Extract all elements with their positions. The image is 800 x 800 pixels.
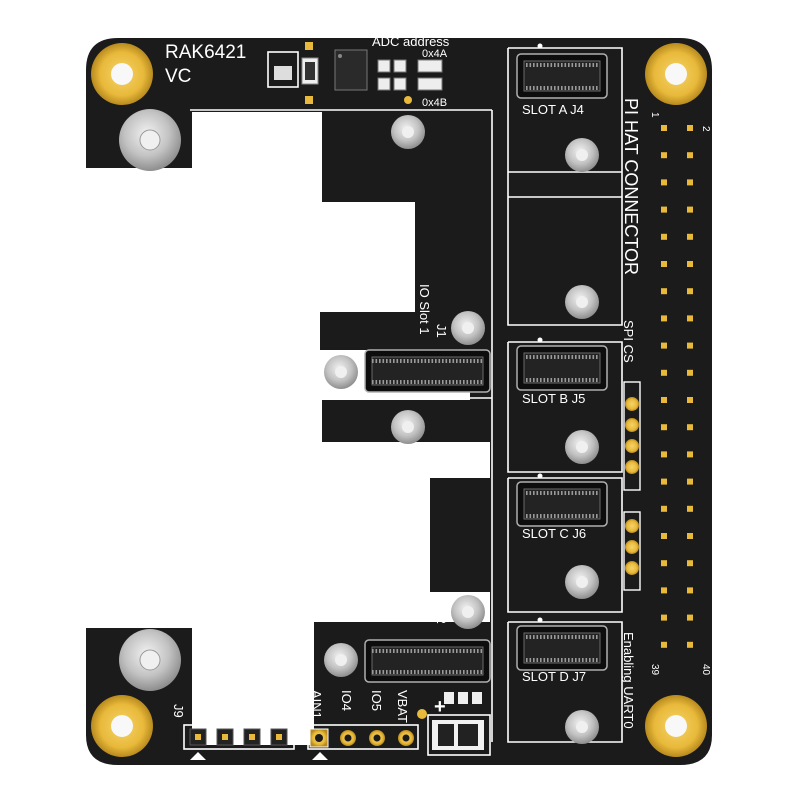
pi-header-pad xyxy=(661,397,667,403)
pi-header-pad xyxy=(661,206,667,213)
pi-header-pad xyxy=(687,369,693,376)
silk-outlines xyxy=(183,47,623,756)
pi-header-pad xyxy=(661,152,667,159)
pi-header-pad xyxy=(687,261,693,267)
pi-pin-39-label: 39 xyxy=(649,664,660,676)
pi-header-pad xyxy=(687,560,693,567)
slot-connectors xyxy=(516,43,608,671)
io-slot-1-label: IO Slot 1 xyxy=(417,284,432,335)
pcb-outline xyxy=(86,38,712,765)
slot-c-label: SLOT C J6 xyxy=(522,526,586,541)
pi-header-pad xyxy=(687,342,693,349)
board-model-label: RAK6421 xyxy=(165,42,246,63)
pi-header-pad xyxy=(661,587,667,594)
pi-header-pad xyxy=(661,560,667,567)
j8-pin-io5: IO5 xyxy=(369,690,384,711)
io-slot-1-ref: J1 xyxy=(434,324,449,338)
j8-pin-vbat: VBAT xyxy=(395,690,410,723)
uart0-jumper xyxy=(623,511,641,591)
io-slot-2-label: IO Slot 2 xyxy=(417,570,432,621)
pi-header-pad xyxy=(687,179,693,186)
j9-pin-gnd: GND xyxy=(219,690,234,719)
pi-header-pad xyxy=(687,614,693,621)
pi-header-pad xyxy=(661,424,667,431)
pi-header-pad xyxy=(687,315,693,322)
pin1-marker-j8 xyxy=(312,752,328,760)
pi-pin-1-label: 1 xyxy=(649,112,660,118)
slot-a-label: SLOT A J4 xyxy=(522,102,584,117)
adc-address-title: ADC address xyxy=(372,34,450,49)
spi-cs-label: SPI CS xyxy=(621,320,636,363)
pi-pin-40-label: 40 xyxy=(700,664,711,676)
pi-pin-2-label: 2 xyxy=(700,126,711,132)
j9-pin-scl: SCL xyxy=(249,690,264,715)
pi-header-pad xyxy=(661,505,667,512)
pi-header-pad xyxy=(661,233,667,240)
pi-header-pad xyxy=(687,587,693,594)
battery-plus-label: + xyxy=(434,696,446,718)
j9-pin-3v3: 3V3 xyxy=(189,690,204,713)
pi-hat-connector-label: PI HAT CONNECTOR xyxy=(621,98,641,275)
board-variant-label: VC xyxy=(165,66,191,87)
pi-header-pad xyxy=(687,641,693,648)
pi-header-pad xyxy=(687,424,693,431)
j8-ref: J8 xyxy=(293,704,308,718)
j9-pin-sda: SDA xyxy=(277,690,292,717)
pi-header-pad xyxy=(687,233,693,240)
standoffs xyxy=(119,109,599,744)
slot-d-label: SLOT D J7 xyxy=(522,669,586,684)
pi-hat-header-pads xyxy=(661,125,693,648)
mounting-holes xyxy=(91,43,707,757)
pi-header-pad xyxy=(661,451,667,458)
adc-components xyxy=(274,42,443,104)
pi-header-pad xyxy=(661,533,667,539)
spi-cs-jumper xyxy=(623,381,641,491)
pi-header-pad xyxy=(661,125,667,131)
pi-header-pad xyxy=(687,533,693,539)
pin1-marker-j9 xyxy=(190,752,206,760)
pi-header-pad xyxy=(687,505,693,512)
j9-header-pins xyxy=(189,728,288,746)
adc-address-0x4b: 0x4B xyxy=(422,97,447,109)
pi-header-pad xyxy=(661,369,667,376)
adc-address-0x4a: 0x4A xyxy=(422,48,448,60)
pi-header-pad xyxy=(687,397,693,403)
pi-header-pad xyxy=(661,614,667,621)
pi-header-pad xyxy=(687,288,693,295)
pi-header-pad xyxy=(661,342,667,349)
j9-ref: J9 xyxy=(171,704,186,718)
pi-header-pad xyxy=(661,261,667,267)
pi-header-pad xyxy=(661,478,667,485)
enabling-uart0-label: Enabling UART0 xyxy=(621,632,636,729)
pi-header-pad xyxy=(661,641,667,648)
j8-pin-io4: IO4 xyxy=(339,690,354,711)
pi-header-pad xyxy=(661,315,667,322)
j8-header-pads xyxy=(309,709,427,748)
pi-header-pad xyxy=(687,125,693,131)
slot-b-label: SLOT B J5 xyxy=(522,391,585,406)
pi-header-pad xyxy=(687,478,693,485)
pi-header-pad xyxy=(661,288,667,295)
pi-header-pad xyxy=(687,206,693,213)
connector-pins xyxy=(372,63,598,674)
pi-header-pad xyxy=(687,451,693,458)
battery-connector xyxy=(432,692,484,750)
io-slot-2-ref: J2 xyxy=(434,610,449,624)
pi-header-pad xyxy=(687,152,693,159)
pi-header-pad xyxy=(661,179,667,186)
j8-pin-ain1: AIN1 xyxy=(309,690,324,719)
